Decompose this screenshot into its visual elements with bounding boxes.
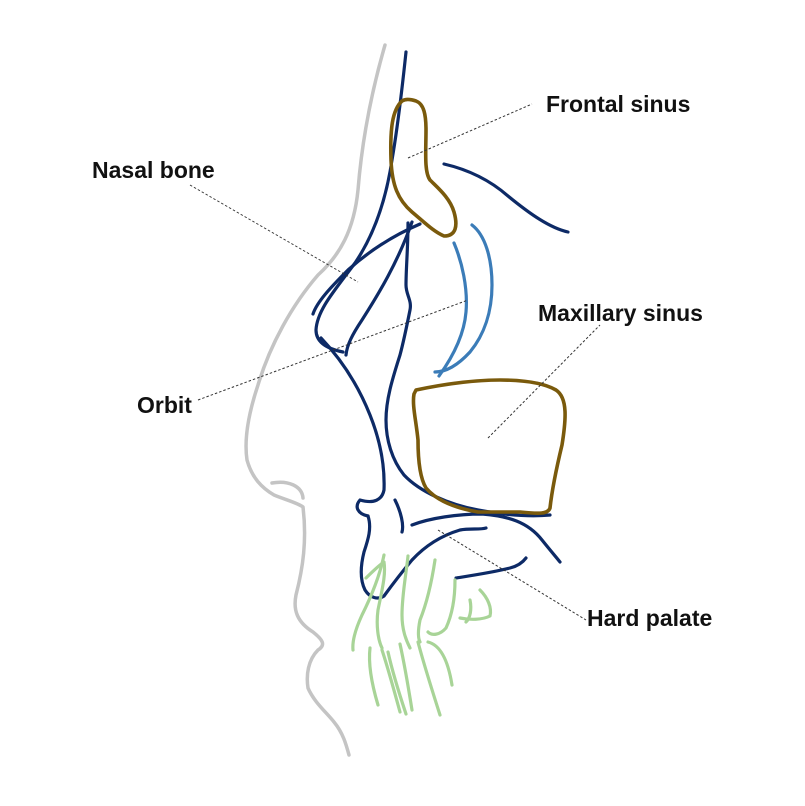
orbit-label: Orbit (137, 392, 192, 418)
bone-structures (311, 50, 570, 600)
upper-tooth-4 (416, 558, 437, 644)
orbit-leader (197, 299, 469, 401)
orbit-floor-line (384, 221, 552, 518)
upper-tooth-5 (426, 578, 457, 636)
nasal-bone-line (311, 222, 422, 316)
forehead-bone-line (442, 162, 570, 234)
maxilla-front-line (319, 336, 386, 518)
frontal-sinus-outline (388, 97, 458, 238)
lower-tooth-2 (380, 648, 402, 714)
sinuses (388, 97, 567, 515)
nasal-septum-line (344, 220, 414, 357)
anterior-skull-line (314, 50, 408, 354)
upper-tooth-1 (351, 553, 386, 652)
upper-tooth-2 (364, 560, 387, 650)
hard-palate-leader (437, 529, 587, 621)
alveolar-ridge-line (359, 514, 488, 600)
lower-tooth-5 (426, 640, 454, 687)
upper-tooth-7 (464, 598, 473, 624)
orbit-structure (433, 223, 494, 378)
palate-lower-line (410, 512, 562, 564)
lower-tooth-3 (398, 642, 414, 712)
lower-tooth-6 (386, 650, 408, 716)
lower-tooth-1 (367, 646, 380, 707)
nostril-curve (270, 480, 305, 500)
upper-tooth-6 (458, 588, 493, 621)
soft-tissue-outline (244, 43, 387, 757)
hard-palate-label: Hard palate (587, 605, 712, 631)
maxillary-sinus-label: Maxillary sinus (538, 300, 703, 326)
orbit-outline (433, 223, 494, 374)
soft-tissue-profile (244, 43, 387, 757)
upper-tooth-3 (400, 554, 412, 650)
nasal-bone-label: Nasal bone (92, 157, 215, 183)
teeth (351, 553, 493, 717)
orbit-inner-line (437, 241, 468, 378)
maxillary-sinus-leader (487, 324, 601, 439)
palate-posterior-line (454, 556, 528, 580)
lower-tooth-4 (416, 640, 442, 717)
palate-upper-line (393, 498, 405, 534)
maxillary-sinus-outline (411, 378, 567, 515)
frontal-sinus-leader (407, 103, 533, 159)
nasal-bone-leader (189, 184, 359, 283)
frontal-sinus-label: Frontal sinus (546, 91, 690, 117)
leader-lines (189, 103, 601, 621)
labels: Frontal sinus Nasal bone Maxillary sinus… (92, 91, 712, 631)
